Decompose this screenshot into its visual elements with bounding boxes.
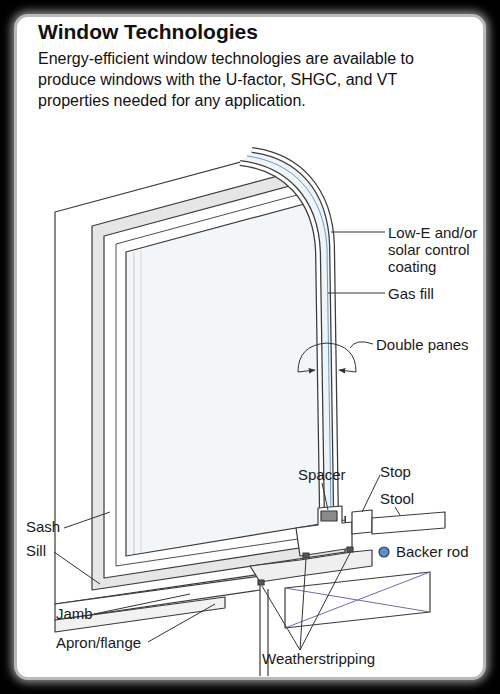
diagram-title: Window Technologies (38, 20, 258, 44)
stop-profile (352, 510, 372, 534)
part-label: Sash (26, 518, 60, 535)
leader-line (395, 507, 400, 515)
jamb-face (92, 158, 345, 590)
weatherstrip-seal (303, 553, 309, 558)
part-label: Low-E and/or solar control coating (388, 224, 488, 275)
leader-line (300, 553, 350, 650)
part-label: Sill (26, 542, 46, 559)
sash-profile (296, 506, 352, 556)
part-label: Jamb (56, 605, 93, 622)
part-label: Double panes (376, 336, 469, 353)
sash-molding (116, 182, 345, 566)
wall-framing (285, 572, 430, 628)
double-panes (240, 150, 336, 516)
part-label: Gas fill (388, 285, 434, 302)
part-label: Backer rod (396, 543, 469, 560)
leader-line (350, 342, 373, 348)
weatherstrip-seal (347, 547, 353, 552)
pane-arrow (298, 370, 315, 372)
framing-cross (285, 572, 430, 628)
leader-line (331, 232, 385, 233)
low-e-coating (247, 156, 331, 516)
glass-edge-line (134, 252, 135, 554)
pane-outline (240, 163, 322, 516)
leader-line (54, 552, 100, 584)
glass-face (126, 193, 345, 556)
leader-line (328, 293, 385, 294)
leader-line (300, 559, 306, 650)
leader-line (362, 475, 380, 512)
glass-edge-line (141, 250, 142, 553)
part-label: Stop (380, 463, 411, 480)
part-label: Spacer (298, 466, 346, 483)
cutaway-mask (252, 100, 480, 516)
wall-line (259, 590, 260, 676)
gas-fill-space (240, 150, 336, 516)
backer-rod (379, 547, 389, 557)
spacer-bar (321, 511, 337, 521)
weatherstrip-seal (258, 580, 264, 585)
part-label: Weatherstripping (262, 650, 375, 667)
sill-section (55, 506, 445, 676)
stool-board (372, 512, 445, 534)
leader-line (94, 594, 190, 614)
part-label: Stool (380, 490, 414, 507)
leader-lines (54, 232, 400, 650)
pane-glass (240, 163, 322, 516)
bracket-arc (298, 343, 356, 372)
apron-flange (55, 597, 225, 632)
leader-line (148, 604, 215, 642)
leader-line (64, 512, 110, 528)
leader-line (322, 483, 328, 510)
leader-line (262, 586, 300, 650)
part-label: Apron/flange (56, 634, 141, 651)
sash-face (104, 171, 345, 578)
pane-arrow (339, 370, 356, 372)
diagram-caption: Energy-efficient window technologies are… (38, 48, 468, 111)
